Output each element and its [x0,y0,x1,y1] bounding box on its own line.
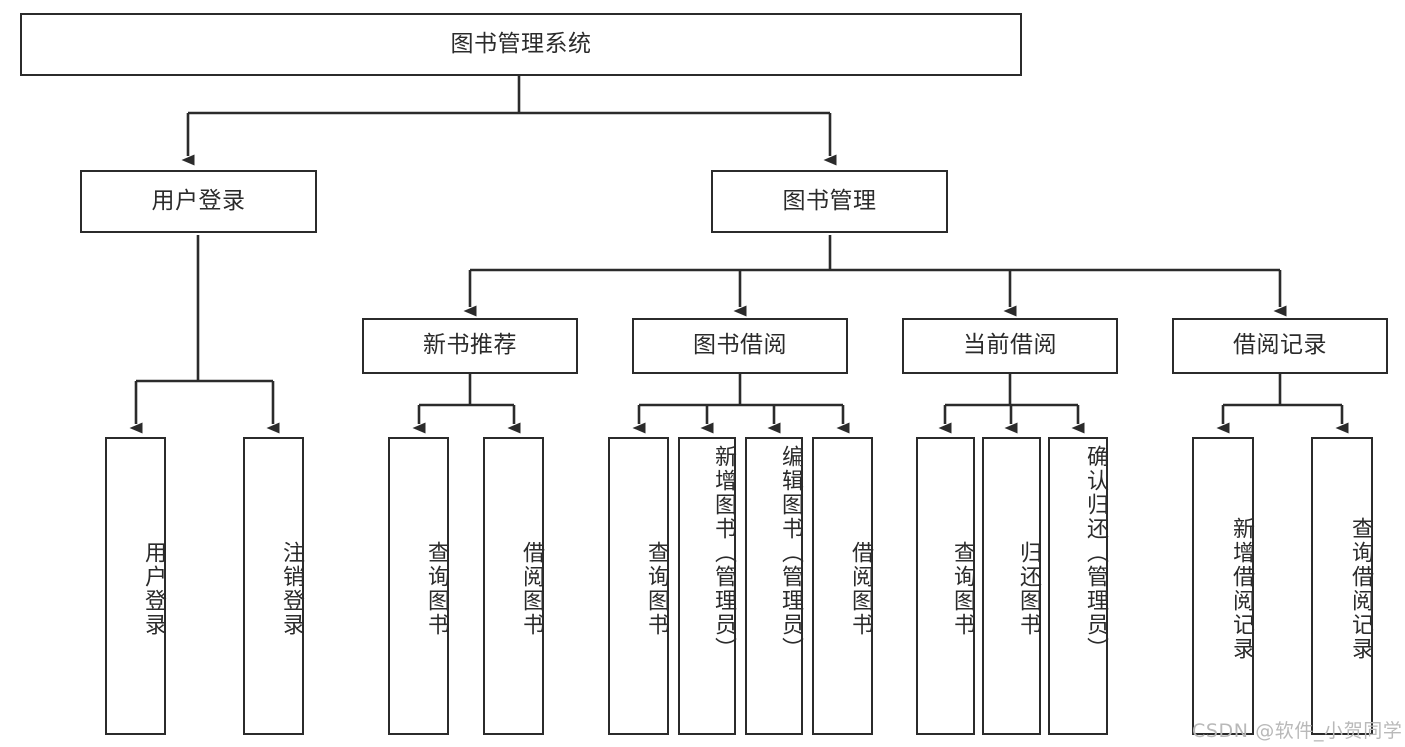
node-label: 新增借阅记录 [1229,517,1254,661]
node-label: 图书借阅 [693,332,787,359]
node-current-borrowing[interactable]: 当前借阅 [902,318,1118,374]
leaf-records-query-record[interactable]: 查询借阅记录 [1311,437,1373,735]
node-label: 借阅图书 [519,541,544,637]
csdn-watermark: CSDN @软件_小贺同学 [1192,720,1403,742]
node-label: 归还图书 [1016,541,1041,637]
leaf-newbook-borrow-books[interactable]: 借阅图书 [483,437,544,735]
node-label: 查询图书 [424,541,449,637]
node-label: 注销登录 [279,541,304,637]
leaf-records-add-record[interactable]: 新增借阅记录 [1192,437,1254,735]
node-label: 图书管理系统 [450,30,592,57]
node-book-borrowing[interactable]: 图书借阅 [632,318,848,374]
node-label: 确认归还（管理员） [1083,445,1108,661]
node-root-book-management-system[interactable]: 图书管理系统 [20,13,1022,76]
node-label: 编辑图书（管理员） [778,445,803,661]
leaf-current-query-books[interactable]: 查询图书 [916,437,975,735]
leaf-user-logout[interactable]: 注销登录 [243,437,304,735]
leaf-current-return-books[interactable]: 归还图书 [982,437,1041,735]
node-label: 新增图书（管理员） [711,445,736,661]
node-label: 查询图书 [950,541,975,637]
leaf-user-login[interactable]: 用户登录 [105,437,166,735]
node-label: 用户登录 [141,541,166,637]
node-book-management[interactable]: 图书管理 [711,170,948,233]
node-label: 查询借阅记录 [1348,517,1373,661]
node-label: 借阅记录 [1233,332,1327,359]
node-label: 用户登录 [151,187,246,214]
leaf-newbook-query-books[interactable]: 查询图书 [388,437,449,735]
node-label: 当前借阅 [963,332,1057,359]
leaf-borrow-add-book-admin[interactable]: 新增图书（管理员） [678,437,736,735]
leaf-borrow-take-books[interactable]: 借阅图书 [812,437,873,735]
leaf-borrow-edit-book-admin[interactable]: 编辑图书（管理员） [745,437,803,735]
node-label: 查询图书 [644,541,669,637]
node-new-book-recommendation[interactable]: 新书推荐 [362,318,578,374]
leaf-borrow-query-books[interactable]: 查询图书 [608,437,669,735]
node-label: 新书推荐 [423,332,517,359]
leaf-current-confirm-return-admin[interactable]: 确认归还（管理员） [1048,437,1108,735]
node-borrowing-records[interactable]: 借阅记录 [1172,318,1388,374]
node-user-login[interactable]: 用户登录 [80,170,317,233]
node-label: 借阅图书 [848,541,873,637]
node-label: 图书管理 [782,187,877,214]
